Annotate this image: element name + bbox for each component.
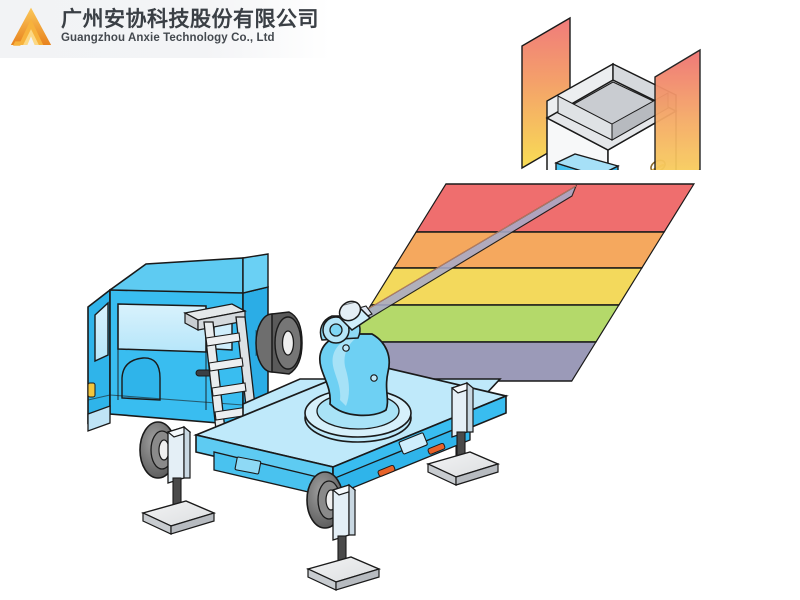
water-cannon-turret xyxy=(304,300,412,443)
side-locker-door-2 xyxy=(234,456,262,475)
water-cannon-truck xyxy=(87,253,509,591)
spray-band-red xyxy=(415,183,696,233)
side-ladder xyxy=(183,303,258,431)
spray-band-green xyxy=(346,304,621,343)
outrigger-stabilizer-leg-mid-right xyxy=(426,381,501,486)
spray-band-orange xyxy=(392,231,666,269)
side-locker-door xyxy=(398,432,428,455)
logo-watermark-band xyxy=(0,0,330,58)
anxie-mountain-triangle-logo-icon xyxy=(10,7,52,46)
company-name-en: Guangzhou Anxie Technology Co., Ltd xyxy=(61,32,275,45)
taillight-icon xyxy=(427,442,446,455)
taillight-icon-2 xyxy=(377,464,396,477)
marker-light-icon xyxy=(87,382,96,398)
spare-tire xyxy=(255,311,303,375)
outrigger-stabilizer-leg-rear-left xyxy=(305,483,382,591)
company-name-cn: 广州安协科技股份有限公司 xyxy=(61,7,319,32)
company-logo: 广州安协科技股份有限公司 Guangzhou Anxie Technology … xyxy=(8,4,319,50)
outrigger-stabilizer-leg-front-left xyxy=(140,425,217,535)
